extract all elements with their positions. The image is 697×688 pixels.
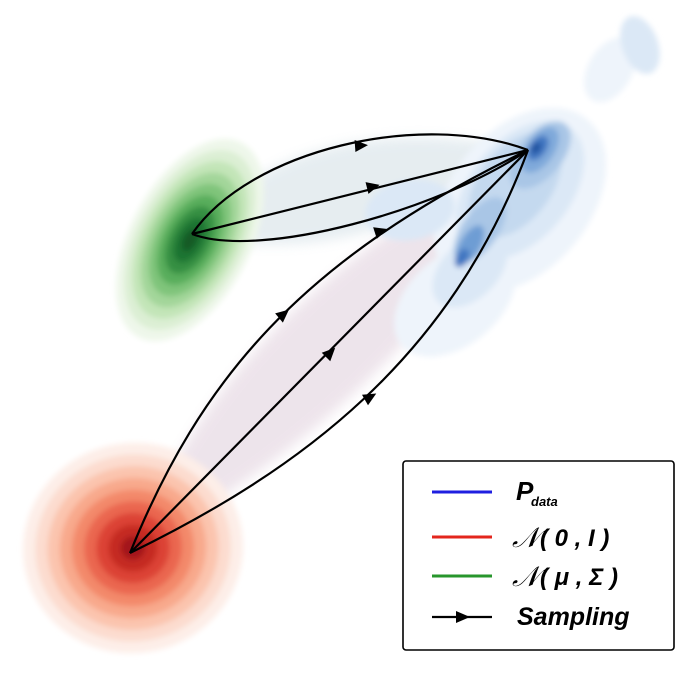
sampling-path-learned-lower bbox=[191, 149, 529, 243]
legend-item-p-data: P data bbox=[432, 476, 558, 509]
sampling-paths bbox=[128, 133, 530, 554]
legend-item-standard-normal: 𝒩 ( 0 , I ) bbox=[432, 522, 609, 553]
legend-box bbox=[402, 460, 675, 651]
sampling-path-standard-right bbox=[129, 149, 530, 554]
blue-contour bbox=[365, 179, 455, 241]
blue-contour bbox=[584, 37, 636, 103]
arrow-right-icon bbox=[321, 347, 336, 362]
legend-label-mu-sigma: ( μ , Σ ) bbox=[540, 564, 618, 591]
legend-label-sampling: Sampling bbox=[517, 603, 630, 631]
blue-contour bbox=[620, 16, 660, 74]
blue-contour bbox=[454, 248, 470, 268]
arrow-right-icon bbox=[354, 140, 368, 152]
arrow-right-icon bbox=[456, 611, 470, 623]
arrow-right-icon bbox=[362, 393, 377, 406]
arrow-right-icon bbox=[365, 182, 380, 194]
legend-item-sampling: Sampling bbox=[432, 603, 630, 631]
legend-label-p-symbol: P bbox=[516, 476, 534, 506]
legend-label-n-args: ( 0 , I ) bbox=[540, 525, 609, 552]
sampling-path-standard-left bbox=[128, 149, 529, 554]
sampling-path-learned-middle bbox=[191, 148, 529, 236]
arrow-right-icon bbox=[275, 309, 289, 323]
legend-item-learned-normal: 𝒩 ( μ , Σ ) bbox=[432, 561, 618, 592]
p-data-density bbox=[365, 16, 660, 357]
legend-label-p-subscript: data bbox=[531, 494, 558, 509]
sampling-arrowheads bbox=[275, 140, 388, 406]
legend: P data 𝒩 ( 0 , I ) 𝒩 ( μ , Σ ) Sampling bbox=[402, 460, 675, 651]
arrow-right-icon bbox=[373, 227, 388, 239]
sampling-path-learned-upper bbox=[191, 133, 529, 235]
blue-contour bbox=[531, 142, 541, 154]
learned-normal-density bbox=[116, 138, 264, 342]
